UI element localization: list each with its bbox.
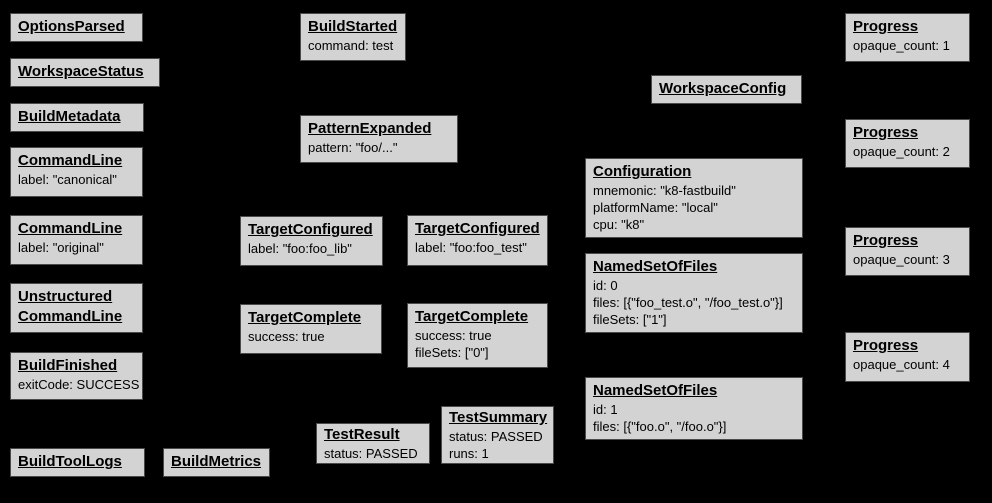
node-attrs: opaque_count: 4	[853, 357, 950, 372]
node-options-parsed: OptionsParsed	[10, 13, 143, 42]
node-attrs: success: true	[248, 329, 325, 344]
node-title: BuildStarted	[308, 18, 398, 35]
node-title: BuildFinished	[18, 357, 118, 374]
node-title: TargetComplete	[415, 308, 529, 325]
node-attrs: label: "foo:foo_test"	[415, 240, 527, 255]
node-target-complete-foo-test: TargetComplete success: true fileSets: […	[407, 303, 548, 368]
node-named-set-of-files-1: NamedSetOfFiles id: 1 files: [{"foo.o", …	[585, 377, 803, 440]
node-unstructured-command-line: Unstructured CommandLine	[10, 283, 143, 333]
node-title: NamedSetOfFiles	[593, 258, 718, 275]
node-progress-4: Progress opaque_count: 4	[845, 332, 970, 382]
node-target-complete-foo-lib: TargetComplete success: true	[240, 304, 382, 354]
node-attrs: opaque_count: 1	[853, 38, 950, 53]
node-build-finished: BuildFinished exitCode: SUCCESS	[10, 352, 143, 400]
node-command-line-canonical: CommandLine label: "canonical"	[10, 147, 143, 197]
node-target-configured-foo-lib: TargetConfigured label: "foo:foo_lib"	[240, 216, 383, 266]
node-build-started: BuildStarted command: test	[300, 13, 406, 61]
node-build-tool-logs: BuildToolLogs	[10, 448, 145, 477]
node-title: BuildMetrics	[171, 453, 262, 470]
node-progress-2: Progress opaque_count: 2	[845, 119, 970, 168]
node-attrs: exitCode: SUCCESS	[18, 377, 140, 392]
node-title: TargetComplete	[248, 309, 362, 326]
node-test-summary: TestSummary status: PASSED runs: 1	[441, 406, 554, 464]
node-attrs: command: test	[308, 38, 394, 53]
node-attrs: id: 1 files: [{"foo.o", "/foo.o"}]	[593, 402, 727, 434]
node-attrs: label: "original"	[18, 240, 104, 255]
node-title: BuildMetadata	[18, 108, 121, 125]
node-attrs: status: PASSED	[324, 446, 418, 461]
node-build-metrics: BuildMetrics	[163, 448, 270, 477]
node-command-line-original: CommandLine label: "original"	[10, 215, 143, 265]
node-title: NamedSetOfFiles	[593, 382, 718, 399]
node-title: TestResult	[324, 426, 400, 443]
node-title: TestSummary	[449, 409, 548, 426]
node-title: TargetConfigured	[415, 220, 540, 237]
node-attrs: opaque_count: 2	[853, 144, 950, 159]
node-pattern-expanded: PatternExpanded pattern: "foo/..."	[300, 115, 458, 163]
node-target-configured-foo-test: TargetConfigured label: "foo:foo_test"	[407, 215, 548, 266]
node-title: Configuration	[593, 163, 692, 180]
node-attrs: label: "canonical"	[18, 172, 117, 187]
node-title: Unstructured CommandLine	[18, 288, 123, 325]
node-attrs: id: 0 files: [{"foo_test.o", "/foo_test.…	[593, 278, 783, 327]
node-workspace-config: WorkspaceConfig	[651, 75, 802, 104]
node-title: CommandLine	[18, 220, 123, 237]
node-title: Progress	[853, 337, 919, 354]
node-attrs: status: PASSED runs: 1	[449, 429, 543, 461]
node-progress-1: Progress opaque_count: 1	[845, 13, 970, 62]
node-attrs: mnemonic: "k8-fastbuild" platformName: "…	[593, 183, 736, 232]
node-attrs: pattern: "foo/..."	[308, 140, 398, 155]
node-title: Progress	[853, 232, 919, 249]
node-build-metadata: BuildMetadata	[10, 103, 144, 132]
node-title: CommandLine	[18, 152, 123, 169]
node-title: WorkspaceConfig	[659, 80, 787, 97]
node-test-result: TestResult status: PASSED	[316, 423, 430, 464]
node-configuration: Configuration mnemonic: "k8-fastbuild" p…	[585, 158, 803, 238]
node-title: PatternExpanded	[308, 120, 432, 137]
node-attrs: opaque_count: 3	[853, 252, 950, 267]
node-title: OptionsParsed	[18, 18, 125, 35]
node-title: TargetConfigured	[248, 221, 373, 238]
node-title: WorkspaceStatus	[18, 63, 144, 80]
node-named-set-of-files-0: NamedSetOfFiles id: 0 files: [{"foo_test…	[585, 253, 803, 333]
node-attrs: label: "foo:foo_lib"	[248, 241, 352, 256]
node-workspace-status: WorkspaceStatus	[10, 58, 160, 87]
node-title: Progress	[853, 124, 919, 141]
node-progress-3: Progress opaque_count: 3	[845, 227, 970, 276]
node-title: Progress	[853, 18, 919, 35]
node-title: BuildToolLogs	[18, 453, 122, 470]
node-attrs: success: true fileSets: ["0"]	[415, 328, 492, 360]
